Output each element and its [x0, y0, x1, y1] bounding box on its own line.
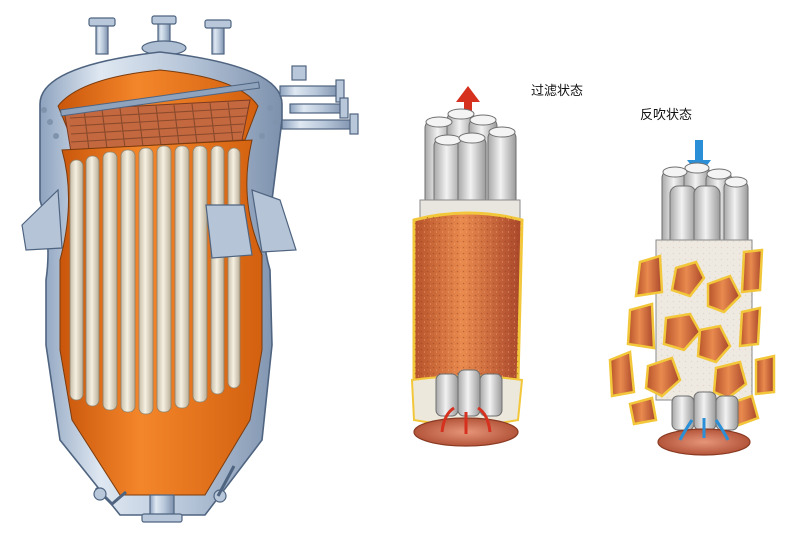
side-brackets	[21, 188, 297, 259]
backflush-outflow-arrows	[678, 418, 730, 441]
filter-vessel	[21, 15, 359, 523]
flange-bolts	[41, 105, 279, 139]
filtration-state-diagram	[410, 86, 524, 447]
backwash-state-diagram	[608, 140, 776, 456]
inflow-arrows	[440, 406, 492, 434]
side-nozzles	[279, 65, 359, 135]
backwash-state-label: 反吹状态	[640, 108, 693, 123]
cake-fragments	[608, 248, 776, 428]
top-nozzles	[88, 15, 232, 56]
filtration-state-label: 过滤状态	[531, 84, 584, 99]
candle-bundle-bottom	[410, 369, 524, 426]
filter-cake	[412, 211, 524, 388]
bottom-outlet	[93, 465, 236, 523]
